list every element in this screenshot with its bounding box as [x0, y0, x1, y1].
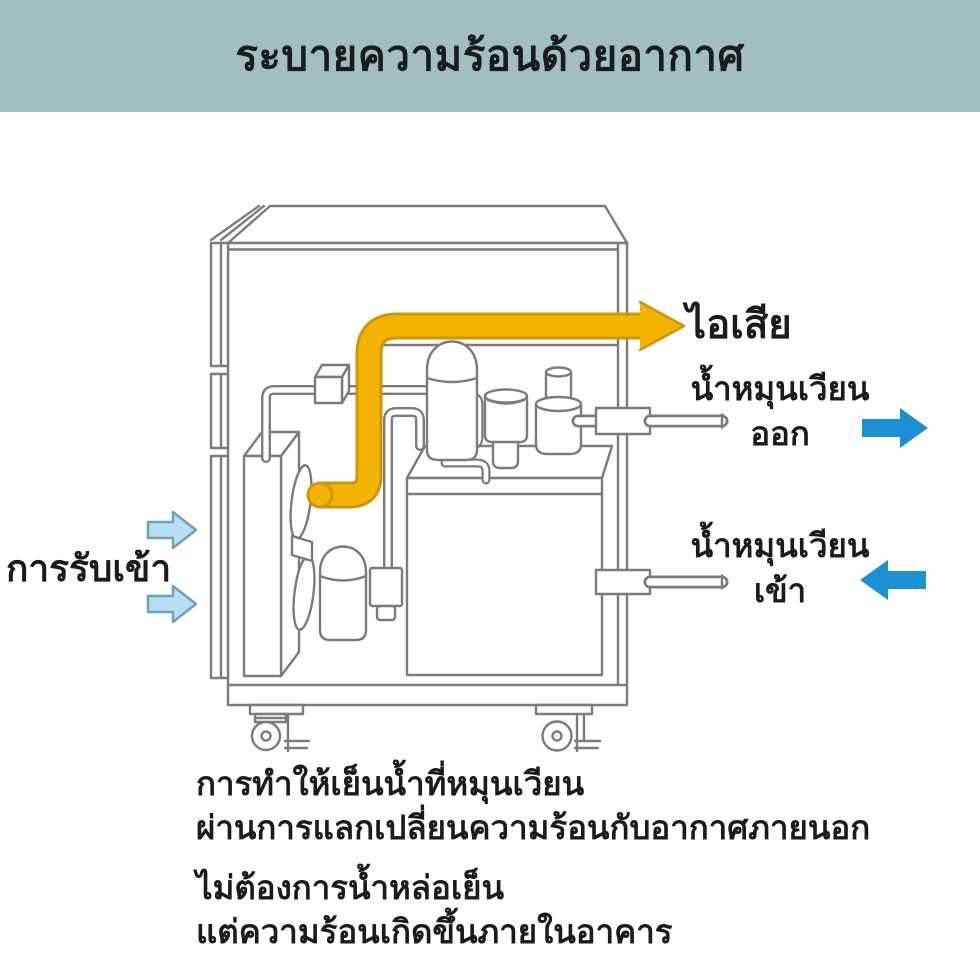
page-title: ระบายความร้อนด้วยอากาศ	[235, 32, 745, 79]
intake-arrow-top-icon	[146, 510, 198, 550]
header-bar: ระบายความร้อนด้วยอากาศ	[0, 0, 980, 112]
caption-note-line2: แต่ความร้อนเกิดขึ้นภายในอาคาร	[196, 913, 673, 950]
exhaust-label: ไอเสีย	[686, 303, 792, 347]
left-louver-panels	[209, 204, 266, 680]
water-tank	[405, 444, 614, 677]
water-out-label: น้ำหมุนเวียน ออก	[682, 366, 878, 456]
exhaust-arrow-icon	[306, 300, 686, 509]
caption-cooling: การทำให้เย็นน้ำที่หมุนเวียน ผ่านการแลกเป…	[196, 762, 870, 850]
receiver-vessel	[534, 366, 583, 456]
intake-label: การรับเข้า	[6, 548, 172, 589]
caption-cooling-line1: การทำให้เย็นน้ำที่หมุนเวียน	[196, 765, 585, 802]
water-out-arrow-icon	[862, 408, 928, 448]
oil-separator	[483, 388, 529, 470]
water-in-arrow-icon	[860, 560, 926, 600]
water-in-label-line2: เข้า	[753, 572, 807, 609]
water-in-label-line1: น้ำหมุนเวียน	[690, 527, 870, 564]
caption-note: ไม่ต้องการน้ำหล่อเย็น แต่ความร้อนเกิดขึ้…	[196, 866, 672, 954]
water-in-label: น้ำหมุนเวียน เข้า	[682, 523, 878, 613]
water-inlet-pipe	[594, 568, 729, 596]
water-outlet-pipe	[571, 406, 729, 436]
caption-cooling-line2: ผ่านการแลกเปลี่ยนความร้อนกับอากาศภายนอก	[196, 809, 871, 846]
compressor	[425, 340, 491, 485]
water-out-label-line1: น้ำหมุนเวียน	[690, 370, 870, 407]
fan-blades	[289, 464, 316, 631]
accumulator-tank	[318, 545, 368, 642]
caption-note-line1: ไม่ต้องการน้ำหล่อเย็น	[196, 869, 505, 906]
condenser-coil	[242, 430, 301, 678]
caster-wheels	[248, 703, 602, 753]
intake-arrow-bottom-icon	[146, 584, 198, 624]
water-out-label-line2: ออก	[750, 415, 810, 452]
intake-arrow-icons	[146, 510, 198, 624]
refrigerant-pipes	[261, 343, 620, 622]
